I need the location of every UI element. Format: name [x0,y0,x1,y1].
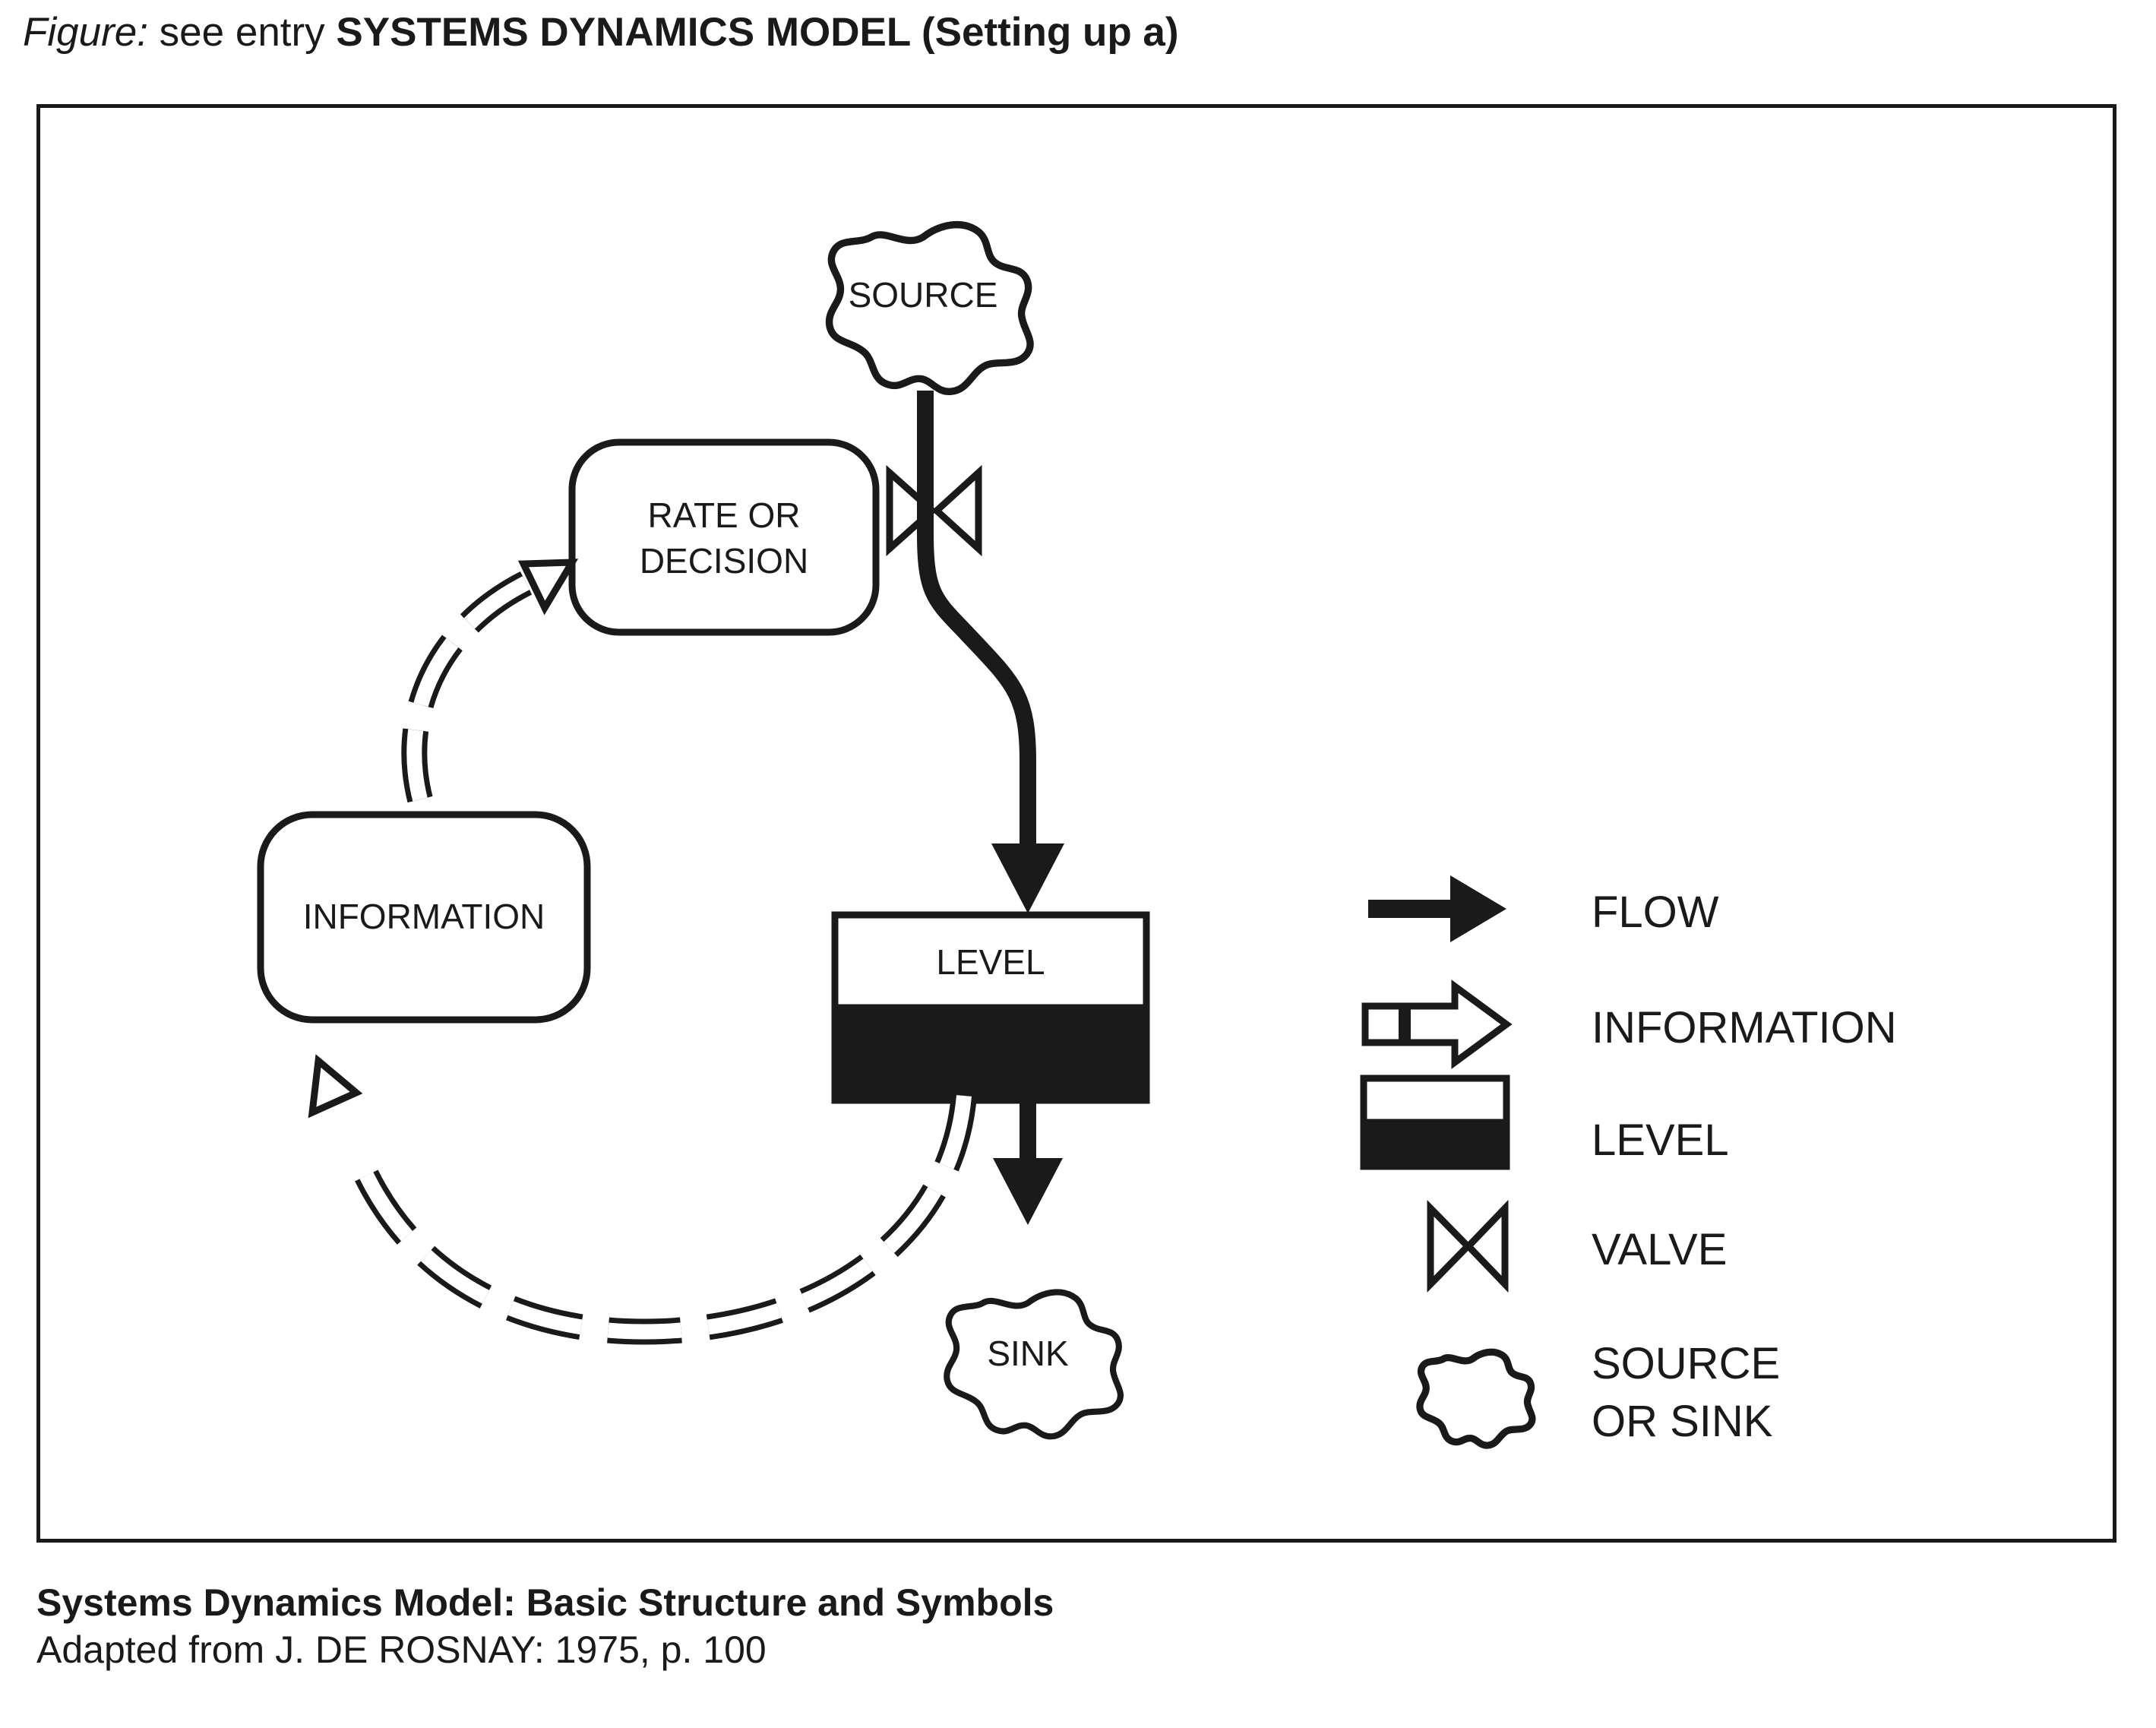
connector-information-to-rate[interactable] [401,559,579,803]
node-information[interactable]: INFORMATION [257,811,591,1024]
info-arrowhead-into-rate [517,559,579,616]
info-line-level-information-inner [350,1095,972,1340]
caption-source: Adapted from J. DE ROSNAY: 1975, p. 100 [36,1628,767,1671]
information-box [257,811,591,1024]
info-line-level-information-outline [346,1094,977,1345]
caption-title: Systems Dynamics Model: Basic Structure … [36,1581,1054,1624]
figure-lead-text: see entry [147,10,337,55]
node-rate-or-decision[interactable]: RATE OR DECISION [568,438,880,636]
legend-label-level: LEVEL [1592,1116,1729,1165]
node-rate-label-line1: RATE OR [647,495,800,535]
legend-label-source-or-sink-line2: OR SINK [1592,1397,1773,1446]
level-box-icon-top-white [1360,1074,1510,1126]
node-information-label: INFORMATION [303,897,545,936]
flow-arrow-icon-shaft [1368,900,1459,918]
figure-word: Figure: [23,10,148,55]
figure-entry-name: SYSTEMS DYNAMICS MODEL (Setting up a) [336,10,1179,55]
rate-or-decision-box [568,438,880,636]
info-line-information-rate-inner [406,576,530,802]
node-source-label: SOURCE [849,275,998,315]
node-level-label: LEVEL [936,942,1045,982]
legend: FLOW INFORMATION LEVEL [1360,875,1897,1446]
source-sink-blob-icon [1420,1352,1532,1445]
flow-arrow-icon-head [1450,875,1506,942]
node-rate-label-line2: DECISION [640,541,808,581]
information-arrow-icon-dash-break [1399,1009,1411,1041]
legend-label-source-or-sink-line1: SOURCE [1592,1339,1780,1388]
figure-caption: Systems Dynamics Model: Basic Structure … [36,1579,1860,1673]
valve-right-triangle-icon [931,464,982,557]
level-box-bottom-filled [831,1004,1150,1104]
flow-arrowhead-into-sink [993,1158,1063,1225]
node-sink[interactable]: SINK [947,1292,1121,1436]
legend-item-source-or-sink[interactable]: SOURCE OR SINK [1420,1339,1780,1446]
node-source[interactable]: SOURCE [830,225,1031,392]
connector-source-to-level[interactable] [917,391,1064,913]
valve-bowtie-icon-left [1427,1199,1473,1293]
legend-label-flow: FLOW [1592,888,1719,937]
flow-arrowhead-into-level [991,843,1064,913]
valve-left-triangle-icon [886,464,937,557]
legend-item-information[interactable]: INFORMATION [1361,980,1897,1069]
legend-label-valve: VALVE [1592,1225,1727,1274]
connector-level-to-sink[interactable] [993,1100,1063,1225]
information-arrow-icon [1361,980,1513,1069]
legend-label-information: INFORMATION [1592,1003,1897,1052]
figure-frame: SOURCE RATE OR DECISION INFORMATIO [36,104,2116,1543]
legend-item-valve[interactable]: VALVE [1427,1199,1727,1293]
figure-header: Figure: see entry SYSTEMS DYNAMICS MODEL… [23,6,2074,59]
node-sink-label: SINK [987,1334,1069,1373]
legend-item-flow[interactable]: FLOW [1368,875,1719,942]
valve-bowtie-icon-right [1463,1199,1509,1293]
level-box-icon-bottom-filled [1360,1119,1510,1170]
systems-dynamics-diagram: SOURCE RATE OR DECISION INFORMATIO [257,108,1897,1539]
flow-line-source-level [917,391,1036,851]
node-level[interactable]: LEVEL [831,911,1150,1104]
valve-on-flow[interactable] [886,464,982,557]
legend-item-level[interactable]: LEVEL [1360,1074,1729,1170]
info-arrowhead-into-information [308,1054,363,1119]
connector-level-to-information[interactable] [308,1054,977,1345]
